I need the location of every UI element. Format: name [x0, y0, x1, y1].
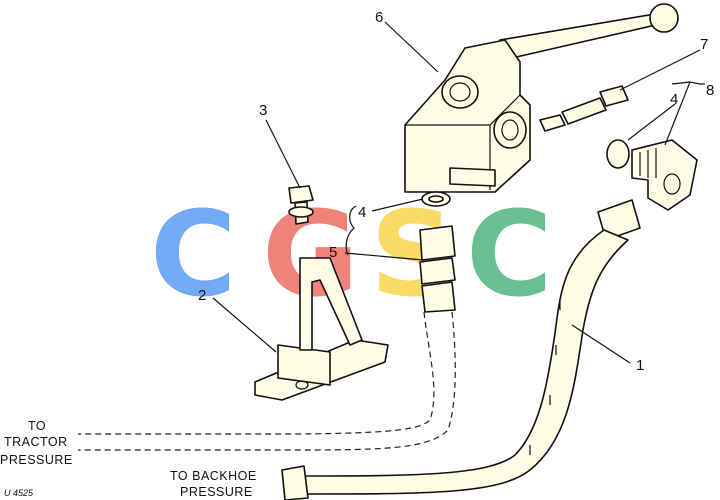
- callout-5: 5: [329, 244, 337, 261]
- hose-1: [281, 199, 641, 500]
- tractor-caption-line3: PRESSURE: [0, 453, 73, 467]
- figure-code: U 4525: [4, 488, 34, 498]
- leader-lines: [212, 21, 705, 364]
- clamp-stack: [419, 191, 456, 313]
- tractor-caption-line1: TO: [28, 419, 46, 433]
- watermark-letter-c1: C: [150, 185, 237, 323]
- callout-7: 7: [700, 36, 708, 53]
- callout-2: 2: [198, 287, 206, 304]
- backhoe-caption-line1: TO BACKHOE: [170, 469, 257, 483]
- callout-4-right: 4: [670, 91, 678, 108]
- callouts: 6 7 8 4 3 4 5 2 1: [198, 9, 714, 374]
- callout-8: 8: [706, 82, 714, 99]
- callout-3: 3: [259, 102, 267, 119]
- tractor-pressure-line: [78, 311, 456, 451]
- bracket-2: [254, 257, 389, 401]
- callout-1: 1: [636, 357, 644, 374]
- tractor-caption-line2: TRACTOR: [4, 435, 68, 449]
- elbow-fitting-8: [631, 139, 698, 211]
- captions: TO TRACTOR PRESSURE TO BACKHOE PRESSURE …: [0, 419, 257, 499]
- watermark-letter-c2: C: [466, 185, 553, 323]
- backhoe-caption-line2: PRESSURE: [180, 485, 253, 499]
- fitting-7: [539, 85, 629, 132]
- bolt-3: [288, 185, 314, 225]
- valve-body: [404, 3, 679, 193]
- callout-6: 6: [375, 9, 383, 26]
- callout-4-left: 4: [358, 204, 366, 221]
- o-ring-right: [606, 139, 630, 169]
